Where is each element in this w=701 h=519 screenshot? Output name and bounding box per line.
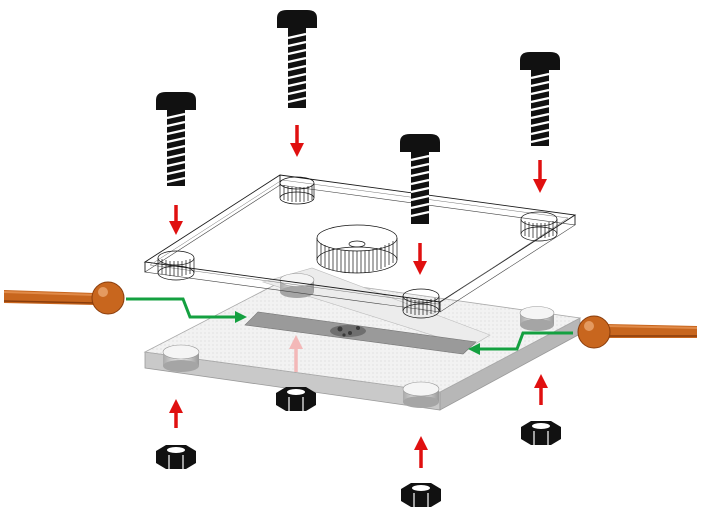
base-spacer bbox=[519, 306, 555, 331]
flow-arrow bbox=[126, 297, 247, 323]
screw-icon bbox=[277, 10, 317, 108]
base-plate bbox=[143, 267, 582, 411]
screw-icon bbox=[400, 134, 440, 224]
ring-gasket bbox=[316, 224, 398, 274]
lid-plate bbox=[143, 174, 577, 313]
nut-icon bbox=[401, 483, 441, 507]
base-spacer bbox=[162, 344, 200, 372]
screw-icon bbox=[520, 52, 560, 146]
right-electrode-icon bbox=[577, 315, 698, 349]
nut-icon bbox=[156, 445, 196, 469]
lid-spacer bbox=[157, 250, 195, 281]
left-electrode-icon bbox=[3, 281, 125, 315]
base-spacer bbox=[402, 381, 440, 408]
flow-arrow bbox=[468, 331, 573, 355]
nut-icon bbox=[521, 421, 561, 445]
lid-spacer bbox=[402, 288, 440, 319]
sample-spot-icon bbox=[330, 325, 366, 337]
screw-icon bbox=[156, 92, 196, 186]
lid-spacer bbox=[279, 176, 315, 205]
lid-spacer bbox=[520, 211, 558, 242]
nut-icon bbox=[276, 387, 316, 411]
